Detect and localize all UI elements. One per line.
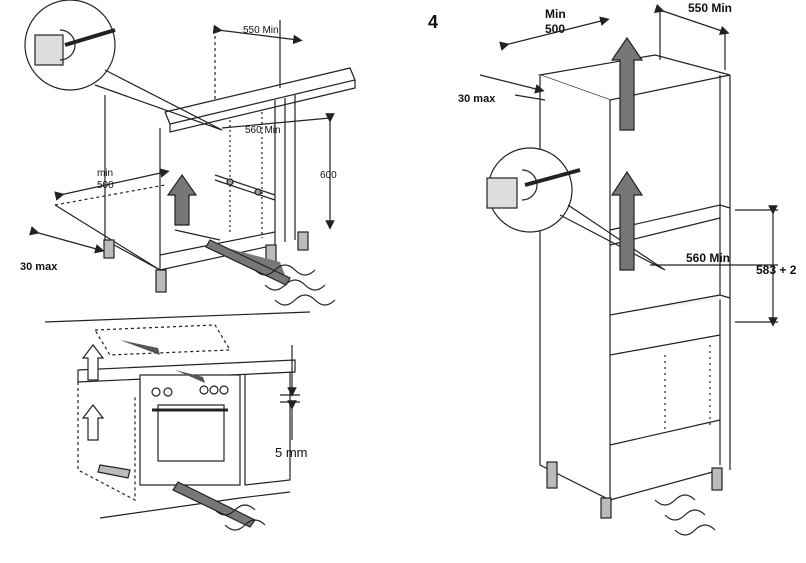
- right-depth-min-label: 550 Min: [688, 1, 732, 15]
- builtin-oven-illustration: [44, 311, 311, 531]
- right-offset-max-label: 30 max: [458, 93, 496, 105]
- height-label: 600: [320, 170, 337, 181]
- depth-lower-min-line1: min: [97, 168, 113, 179]
- depth-lower-min-line2: 500: [97, 180, 114, 191]
- top-min-line1: Min: [545, 7, 566, 21]
- tall-column-illustration: [479, 3, 778, 536]
- gap-label: 5 mm: [275, 445, 308, 460]
- offset-max-label: 30 max: [20, 261, 58, 273]
- inner-width-min-label: 560 Min: [245, 125, 281, 136]
- step-number: 4: [428, 12, 438, 32]
- top-min-line2: 500: [545, 22, 565, 36]
- right-inner-width-min-label: 560 Min: [686, 251, 730, 265]
- niche-height-label: 583 + 2: [756, 263, 797, 277]
- undercounter-cabinet-illustration: [24, 0, 356, 306]
- depth-min-label: 550 Min: [243, 25, 279, 36]
